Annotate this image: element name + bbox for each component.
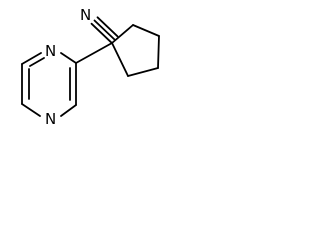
- pyrazine-n-top-label: N: [45, 42, 56, 60]
- pyrazine-n-bottom-label: N: [45, 110, 56, 128]
- structure-diagram: N N N: [0, 0, 174, 138]
- nitrile-triple-bond: [90, 16, 119, 44]
- pyrazine-ring: [21, 52, 77, 117]
- molecule-drawing: N N N: [21, 6, 160, 128]
- cyclopentane-ring: [111, 24, 160, 77]
- ring-link-bond: [75, 42, 113, 64]
- nitrile-n-label: N: [80, 6, 91, 24]
